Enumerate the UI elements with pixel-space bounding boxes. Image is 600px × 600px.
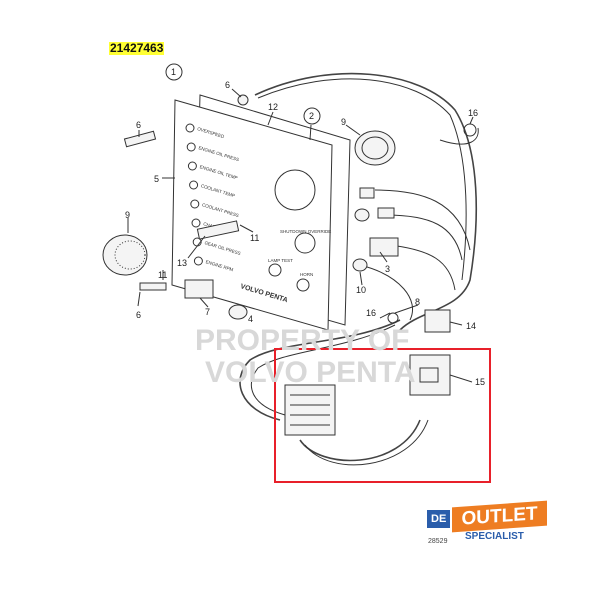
callout-circle-2 <box>303 107 321 125</box>
label-shutdown-override: SHUTDOWN OVERRIDE <box>280 229 331 234</box>
indicator-lamp <box>185 123 195 133</box>
callout-6: 6 <box>225 80 230 90</box>
outlet-specialist-logo: DE OUTLET SPECIALIST 28529 <box>425 500 555 550</box>
button-4 <box>228 304 248 320</box>
cable-tie-16 <box>463 123 477 137</box>
logo-specialist: SPECIALIST <box>465 531 524 542</box>
indicator-lamp <box>193 256 203 266</box>
callout-6: 6 <box>136 120 141 130</box>
callout-10: 10 <box>356 285 366 295</box>
horn-9 <box>102 234 148 276</box>
label-lamp-test: LAMP TEST <box>268 258 293 263</box>
nut-10 <box>352 258 368 272</box>
logo-de: DE <box>427 510 451 528</box>
callout-12: 12 <box>268 102 278 112</box>
part-number: 21427463 <box>109 41 165 55</box>
lamp-bulb-6 <box>123 130 157 148</box>
callout-5: 5 <box>154 174 159 184</box>
callout-7: 7 <box>205 307 210 317</box>
indicator-lamp <box>190 199 200 209</box>
callout-9: 9 <box>341 117 346 127</box>
indicator-lamp <box>189 180 199 190</box>
callout-16: 16 <box>468 108 478 118</box>
callout-11: 11 <box>158 270 167 280</box>
callout-14: 14 <box>466 321 476 331</box>
logo-outlet: OUTLET <box>452 500 547 533</box>
connector-15 <box>409 354 451 396</box>
indicator-lamp <box>187 161 197 171</box>
connector-block <box>284 384 336 436</box>
terminal <box>359 187 375 199</box>
indicator-lamp <box>186 142 196 152</box>
callout-circle-1 <box>165 63 183 81</box>
nut-6 <box>237 94 249 106</box>
parts <box>102 94 477 436</box>
relay-14 <box>424 309 451 333</box>
callout-2: 2 <box>309 111 314 121</box>
callout-11: 11 <box>250 233 259 243</box>
callout-6: 6 <box>136 310 141 320</box>
watermark-line-1: PROPERTY OF <box>195 324 409 357</box>
callout-13: 13 <box>177 258 187 268</box>
switch-3 <box>369 237 399 257</box>
connector-13 <box>196 220 240 240</box>
indicator-lamp <box>191 218 201 228</box>
key-switch-7 <box>184 279 214 299</box>
lamp-bulb-6b <box>139 282 167 291</box>
logo-code: 28529 <box>428 538 448 545</box>
cable-tie-16b <box>387 312 399 324</box>
watermark-line-2: VOLVO PENTA <box>205 356 416 389</box>
callout-9: 9 <box>125 210 130 220</box>
callout-16: 16 <box>366 308 376 318</box>
callout-3: 3 <box>385 264 390 274</box>
highlight-box <box>274 348 491 483</box>
callout-4: 4 <box>248 314 253 324</box>
leader-lines <box>127 88 474 383</box>
callout-8: 8 <box>415 297 420 307</box>
ring-9 <box>354 130 396 166</box>
callout-1: 1 <box>171 67 176 77</box>
callout-15: 15 <box>475 377 485 387</box>
label-horn: HORN <box>300 272 313 277</box>
